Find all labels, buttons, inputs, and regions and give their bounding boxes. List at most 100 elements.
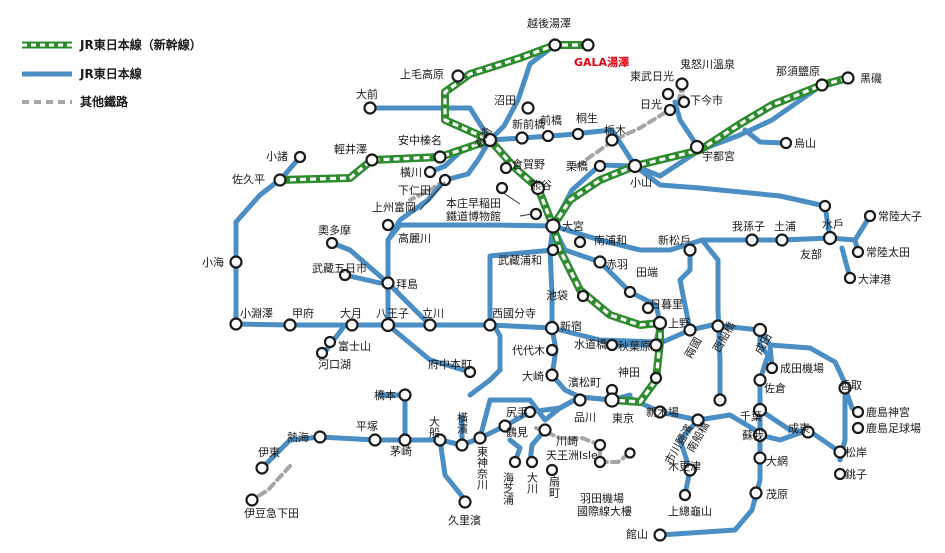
station-hashimoto[interactable]: 橋本 (374, 388, 412, 402)
station-shimoimaichi[interactable]: 下今市 (677, 93, 723, 109)
station-kanda[interactable]: 神田 (618, 365, 663, 385)
station-umi-shibaura[interactable]: 海芝浦 (502, 455, 522, 506)
station-suidobashi[interactable]: 水道橋 (574, 337, 619, 352)
station-kinugawa-onsen[interactable]: 鬼怒川溫泉 (675, 57, 736, 91)
station-shin-kiba[interactable]: 新木場 (646, 405, 679, 419)
station-mobara[interactable]: 茂原 (749, 486, 789, 501)
station-fujisan[interactable]: 富士山 (323, 335, 371, 353)
station-tsuchiura[interactable]: 土浦 (774, 220, 796, 247)
station-kazusa-kameyama[interactable]: 上總龜山 (668, 488, 712, 518)
station-komagawa[interactable]: 高麗川 (381, 218, 431, 245)
station-otsuki[interactable]: 大月 (340, 306, 362, 332)
station-nippori[interactable]: 日暮里 (641, 297, 683, 315)
station-yoyogi[interactable]: 代代木 (512, 343, 559, 357)
station-tsurumi[interactable]: 鶴見 (498, 419, 529, 440)
station-yokokawa[interactable]: 橫川 (400, 165, 437, 179)
station-mito[interactable]: 水戶 (822, 218, 844, 246)
station-echigo-yuzawa[interactable]: 越後湯澤 (527, 16, 571, 52)
station-oyama[interactable]: 小山 (627, 158, 652, 189)
station-fuchu-hommachi[interactable]: 府中本町 (428, 357, 477, 379)
station-tateyama[interactable]: 館山 (626, 527, 667, 542)
station-higashi-kanagawa[interactable]: 東神奈川 (473, 431, 489, 491)
station-soga[interactable]: 蘇我 (742, 427, 768, 443)
station-kamimoku-kogen[interactable]: 上毛高原 (400, 67, 465, 83)
station-shimonita[interactable]: 下仁田 (398, 173, 452, 197)
station-karasuyama[interactable]: 烏山 (779, 136, 816, 150)
station-utsunomiya[interactable]: 宇都宮 (689, 139, 735, 163)
station-minami-funabashi[interactable]: 南船橋 (683, 393, 727, 455)
station-kuragano[interactable]: 倉賀野 (499, 157, 545, 175)
station-maebashi[interactable]: 前橋 (540, 113, 562, 143)
station-chigasaki[interactable]: 茅崎 (390, 433, 412, 459)
station-kashima-jingu[interactable]: 鹿島神宮 (851, 405, 910, 419)
station-hachioji[interactable]: 八王子 (376, 307, 409, 333)
station-akabane[interactable]: 赤羽 (593, 255, 629, 272)
station-gala-yuzawa[interactable]: GALA湯澤 (574, 38, 629, 70)
station-tabata[interactable]: 田端 (623, 266, 658, 299)
station-ito[interactable]: 伊東 (255, 446, 281, 475)
station-chiba[interactable]: 千葉 (740, 402, 768, 423)
station-izukyu-shimoda[interactable]: 伊豆急下田 (244, 493, 299, 521)
station-numata[interactable]: 沼田 (494, 93, 535, 115)
station-choshi[interactable]: 銚子 (833, 467, 867, 481)
station-nishi-kokubunji[interactable]: 西國分寺 (483, 307, 537, 332)
station-shinjuku[interactable]: 新宿 (544, 319, 582, 336)
station-minami-urawa[interactable]: 南浦和 (573, 234, 627, 249)
station-hiratsuka[interactable]: 平塚 (356, 420, 382, 447)
station-annaka-haruna[interactable]: 安中榛名 (398, 133, 447, 164)
station-nikko[interactable]: 日光 (640, 97, 677, 117)
station-nasushiobara[interactable]: 那須鹽原 (776, 64, 829, 92)
station-railway-museum[interactable]: 鐵道博物館 (446, 207, 543, 223)
station-akihabara[interactable]: 秋葉原 (618, 338, 663, 353)
station-tokyo[interactable]: 東京 (604, 392, 635, 426)
station-matsugishi[interactable]: 松岸 (833, 445, 868, 459)
station-okawa[interactable]: 大川 (526, 455, 539, 494)
station-kurihama[interactable]: 久里濱 (448, 495, 481, 528)
station-omiya[interactable]: 大宮 (545, 218, 585, 234)
station-honjo-waseda[interactable]: 本庄早稲田 (446, 181, 509, 210)
station-shinagawa[interactable]: 品川 (573, 393, 596, 425)
station-tachikawa[interactable]: 立川 (422, 306, 444, 332)
station-komoro[interactable]: 小諸 (266, 149, 307, 164)
station-kuribashi[interactable]: 栗橋 (566, 159, 607, 173)
station-yokohama[interactable]: 橫濱 (455, 411, 469, 452)
station-shin-maebashi[interactable]: 新前橋 (512, 117, 545, 145)
station-haijima[interactable]: 拜島 (381, 276, 419, 291)
station-kisarazu[interactable]: 木更津 (668, 460, 701, 477)
station-narita-airport[interactable]: 成田機場 (765, 361, 824, 375)
station-ofuna[interactable]: 大船 (428, 415, 447, 447)
station-shiriteu[interactable]: 尻手 (506, 405, 537, 419)
station-oami[interactable]: 大網 (753, 451, 789, 469)
station-sakura[interactable]: 佐倉 (753, 373, 787, 396)
station-tennozu-isle[interactable]: 天王洲Isle (546, 438, 607, 462)
station-osaki[interactable]: 大崎 (522, 368, 559, 383)
station-nishi-funabashi[interactable]: 西船橋 (709, 319, 738, 355)
station-ogimachi[interactable]: 扇町 (545, 463, 561, 498)
station-atami[interactable]: 熱海 (287, 430, 327, 444)
station-kiryu[interactable]: 桐生 (571, 111, 598, 141)
station-hitachi-daigo[interactable]: 常陸大子 (863, 209, 922, 223)
station-koumi[interactable]: 小海 (202, 255, 243, 269)
station-karuizawa[interactable]: 輕井澤 (334, 142, 379, 167)
station-ikebukuro[interactable]: 池袋 (546, 288, 590, 303)
station-sakudaira[interactable]: 佐久平 (232, 172, 287, 187)
station-kawaguchiko[interactable]: 河口湖 (315, 346, 351, 371)
station-kuroiso[interactable]: 黑磯 (841, 71, 883, 85)
station-tobu-nikko[interactable]: 東武日光 (630, 69, 675, 101)
station-tochigi[interactable]: 栃木 (604, 123, 626, 147)
station-kumagaya[interactable]: 熊谷 (530, 178, 552, 196)
station-musashi-urawa[interactable]: 武藏浦和 (498, 243, 560, 267)
station-kashima-stadium[interactable]: 鹿島足球場 (851, 421, 921, 435)
station-omae[interactable]: 大前 (356, 87, 378, 115)
station-hamamatsucho[interactable]: 濱松町 (568, 375, 619, 397)
station-hitachi-ota[interactable]: 常陸太田 (851, 245, 910, 259)
station-kobuchizawa[interactable]: 小淵澤 (229, 307, 274, 331)
station-kawasaki[interactable]: 川崎 (538, 423, 579, 449)
station-katori[interactable]: 香取 (838, 379, 863, 395)
station-musashi-itsukaichi[interactable]: 武藏五日市 (312, 261, 367, 282)
station-abiko[interactable]: 我孫子 (732, 220, 765, 247)
station-okutama[interactable]: 奧多摩 (318, 223, 351, 250)
station-shin-matsudo[interactable]: 新松戶 (658, 233, 697, 257)
station-naruto[interactable]: 成東 (788, 422, 815, 439)
